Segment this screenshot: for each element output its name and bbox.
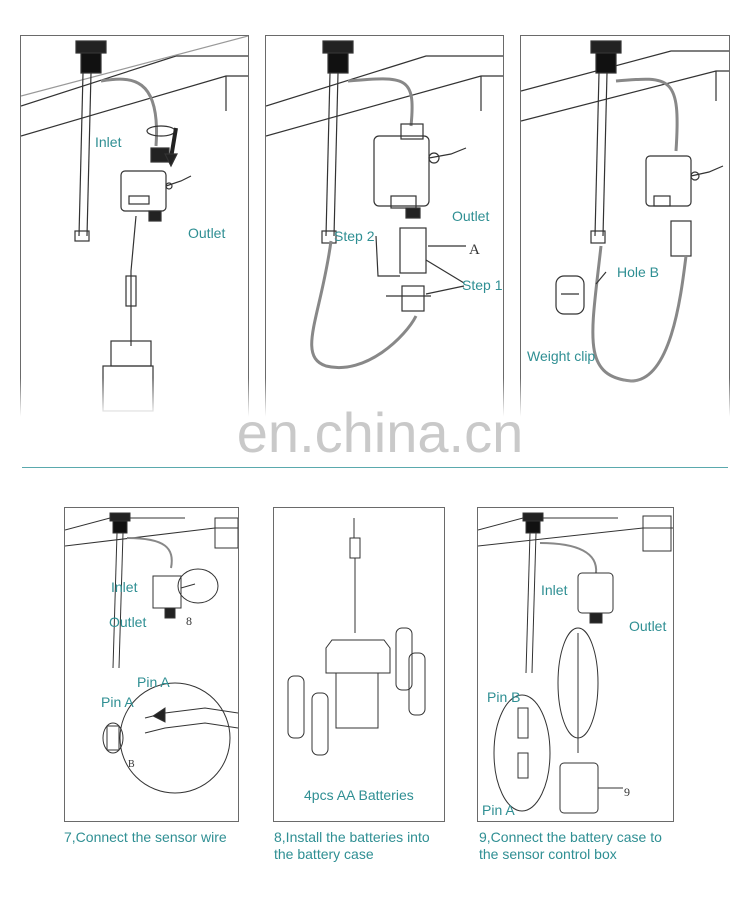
part-8-label: 8	[186, 614, 192, 628]
outlet-label: Outlet	[452, 208, 490, 224]
part-b-label: B	[128, 759, 135, 770]
caption-step-7: 7,Connect the sensor wire	[64, 829, 227, 846]
watermark: en.china.cn	[236, 401, 524, 464]
hose-connect-illustration	[266, 40, 503, 370]
step-panel-sensor-wire: Inlet Outlet 8 Pin A Pin A B	[64, 507, 239, 822]
weight-clip-label: Weight clip	[527, 348, 596, 364]
step-panel-battery-case: Inlet Outlet Pin B Pin A 9	[477, 507, 674, 822]
step-panel-steps: Outlet Step 2 A Step 1	[265, 35, 504, 437]
section-divider	[22, 467, 728, 468]
caption-line: 8,Install the batteries into	[274, 829, 430, 845]
caption-line: 7,Connect the sensor wire	[64, 829, 227, 845]
part-9-label: 9	[624, 785, 630, 799]
step2-label: Step 2	[334, 228, 375, 244]
caption-line: the sensor control box	[479, 846, 617, 862]
pin-a-label-upper: Pin A	[137, 674, 170, 690]
outlet-label: Outlet	[109, 614, 147, 630]
pin-a-label-lower: Pin A	[101, 694, 134, 710]
caption-step-9: 9,Connect the battery case to the sensor…	[479, 829, 662, 863]
bottom-fade	[0, 378, 750, 448]
pin-a-label: Pin A	[482, 802, 515, 818]
outlet-label: Outlet	[629, 618, 667, 634]
step-panel-batteries: 4pcs AA Batteries	[273, 507, 445, 822]
hole-b-label: Hole B	[617, 264, 660, 280]
weight-clip-illustration	[521, 40, 729, 383]
battery-case-illustration	[287, 518, 426, 756]
sensor-wire-illustration	[65, 512, 238, 794]
outlet-label: Outlet	[188, 225, 226, 241]
caption-line: 9,Connect the battery case to	[479, 829, 662, 845]
valve-install-illustration	[21, 36, 248, 412]
battery-connect-illustration	[478, 512, 673, 814]
inlet-label: Inlet	[541, 582, 568, 598]
caption-step-8: 8,Install the batteries into the battery…	[274, 829, 430, 863]
pin-b-label: Pin B	[487, 689, 521, 705]
step-panel-weight-clip: Hole B Weight clip	[520, 35, 730, 437]
step1-label: Step 1	[462, 277, 503, 293]
caption-line: the battery case	[274, 846, 374, 862]
batteries-label: 4pcs AA Batteries	[304, 787, 414, 803]
part-a-label: A	[469, 242, 480, 258]
step-panel-inlet-outlet: Inlet Outlet	[20, 35, 249, 437]
inlet-label: Inlet	[95, 134, 122, 150]
inlet-label: Inlet	[111, 579, 138, 595]
